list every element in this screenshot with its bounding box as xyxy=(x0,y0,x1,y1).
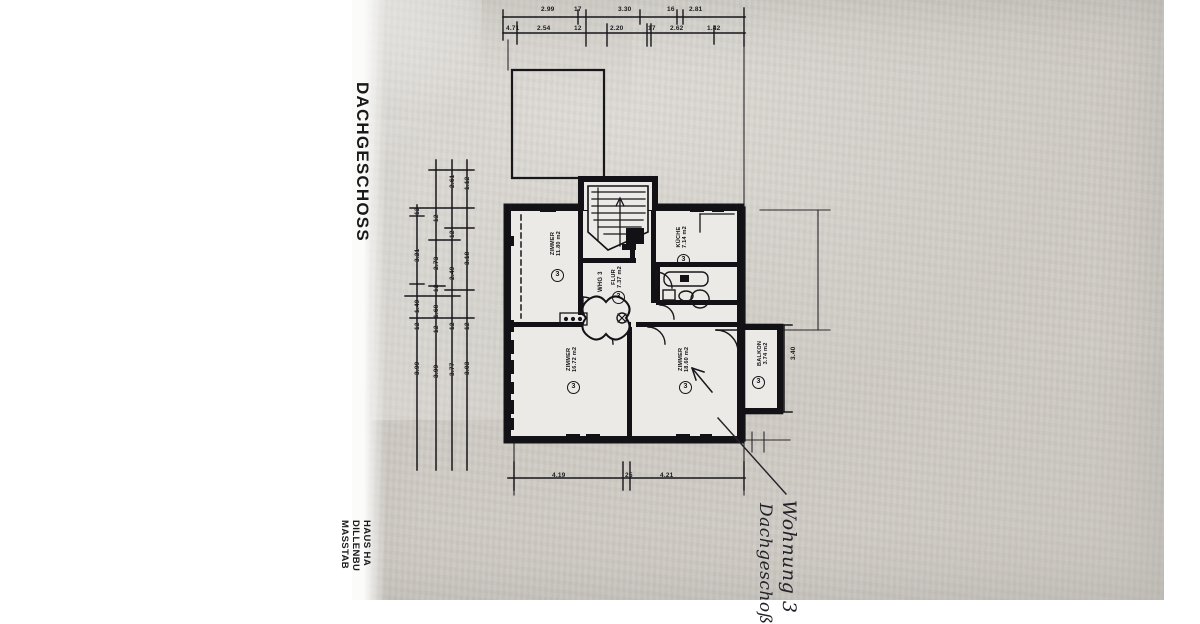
dimension-label: 12 xyxy=(449,230,456,238)
dimension-label: 12 xyxy=(574,25,582,32)
dimension-label: 3.40 xyxy=(790,346,797,360)
paper-left-edge-bleed xyxy=(352,0,386,600)
room-badge: 3 xyxy=(567,381,580,394)
dimension-label: 3.30 xyxy=(618,6,632,13)
room-label-zimmer-1672: ZIMMER 16.72 m2 xyxy=(566,347,579,372)
dimension-label: 2.99 xyxy=(541,6,555,13)
room-label-balkon: BALKON 3.74 m2 xyxy=(757,341,770,366)
handwriting-leader-line xyxy=(717,417,787,495)
room-name: BALKON xyxy=(757,340,763,366)
dimension-label: 4.19 xyxy=(552,472,566,479)
dimension-label: 3.77 xyxy=(449,362,456,376)
roof-outline xyxy=(510,68,606,180)
floor-plan-linework xyxy=(404,7,831,496)
dimension-label: 12 xyxy=(433,284,440,292)
fixture-dots xyxy=(563,316,583,322)
fixture-group-outline xyxy=(559,312,588,326)
dimension-label: 3.21 xyxy=(414,248,421,262)
handwriting-dachgeschoss: Dachgeschoß xyxy=(755,503,775,624)
room-label-kueche: KÜCHE 7.14 m2 xyxy=(676,226,689,248)
dimension-label: 4.21 xyxy=(660,472,674,479)
dimension-label: 3.99 xyxy=(433,364,440,378)
dimension-label: 3.99 xyxy=(414,361,421,375)
windows-left-wall xyxy=(505,236,514,430)
room-area: 7.14 m2 xyxy=(682,226,689,248)
dimension-label: 1.42 xyxy=(707,25,721,32)
room-area: 7.37 m2 xyxy=(617,266,624,288)
dimension-label: 12 xyxy=(433,325,440,333)
dimension-label: 12 xyxy=(414,322,421,330)
dimension-label: 12 xyxy=(414,207,421,215)
dimension-label: 2.49 xyxy=(449,266,456,280)
dimension-label: 2.73 xyxy=(433,256,440,270)
dimension-label: 4.71 xyxy=(506,25,520,32)
left-dimension-ticks xyxy=(404,169,475,319)
room-badge: 3 xyxy=(612,291,625,304)
room-area: 3.74 m2 xyxy=(763,342,770,365)
dimension-label: 2.61 xyxy=(449,174,456,188)
dimension-label: 2.54 xyxy=(537,25,551,32)
room-area: 18.60 m2 xyxy=(684,346,691,372)
dimension-label: 16 xyxy=(667,6,675,13)
apartment-tag: WHG 3 xyxy=(598,271,604,292)
room-name: ZIMMER xyxy=(566,347,572,372)
dimension-label: 1.12 xyxy=(464,176,471,190)
room-area: 16.72 m2 xyxy=(572,346,579,372)
dimension-label: 2.81 xyxy=(689,6,703,13)
stair-bay-walls xyxy=(578,176,658,210)
room-badge: 3 xyxy=(677,254,690,267)
dimension-label: 12 xyxy=(449,322,456,330)
room-label-flur: FLUR 7.37 m2 xyxy=(611,266,624,288)
dimension-label: 25 xyxy=(625,472,633,479)
screenshot-canvas: DACHGESCHOSS HAUS HA DILLENBU MASSTAB xyxy=(339,0,1164,624)
room-badge: 3 xyxy=(679,381,692,394)
room-badge: 3 xyxy=(752,376,765,389)
dimension-label: 2.20 xyxy=(610,25,624,32)
room-name: KÜCHE xyxy=(676,226,682,248)
top-dimension-lines xyxy=(502,16,746,34)
windows-top-wall xyxy=(540,204,724,212)
room-badge: 3 xyxy=(551,269,564,282)
hallway-shape xyxy=(581,295,631,341)
stair-landing-block xyxy=(622,228,644,250)
balcony xyxy=(742,323,784,415)
dimension-label: 3.18 xyxy=(464,251,471,265)
dimension-label: 17 xyxy=(574,6,582,13)
kitchen-counter xyxy=(699,213,735,233)
bathroom-fixtures xyxy=(662,271,710,309)
room-area: 11.80 m2 xyxy=(556,231,563,256)
dimension-label: 1.49 xyxy=(414,299,421,313)
left-dimension-lines xyxy=(416,159,468,471)
handwriting-wohnung-3: Wohnung 3 xyxy=(778,500,800,614)
room-name: ZIMMER xyxy=(550,231,556,256)
room-name: ZIMMER xyxy=(678,347,684,372)
dimension-label: 3.03 xyxy=(464,361,471,375)
room-label-zimmer-1180: ZIMMER 11.80 m2 xyxy=(550,231,563,256)
dimension-label: 1.68 xyxy=(433,304,440,318)
dimension-label: 2.62 xyxy=(670,25,684,32)
windows-bottom-wall xyxy=(566,434,712,443)
leader-arrow xyxy=(690,366,714,394)
dimension-label: 17 xyxy=(648,25,656,32)
dimension-label: 12 xyxy=(433,214,440,222)
dimension-label: 12 xyxy=(464,322,471,330)
room-label-zimmer-1860: ZIMMER 18.60 m2 xyxy=(678,347,691,372)
room-name: FLUR xyxy=(611,269,617,285)
